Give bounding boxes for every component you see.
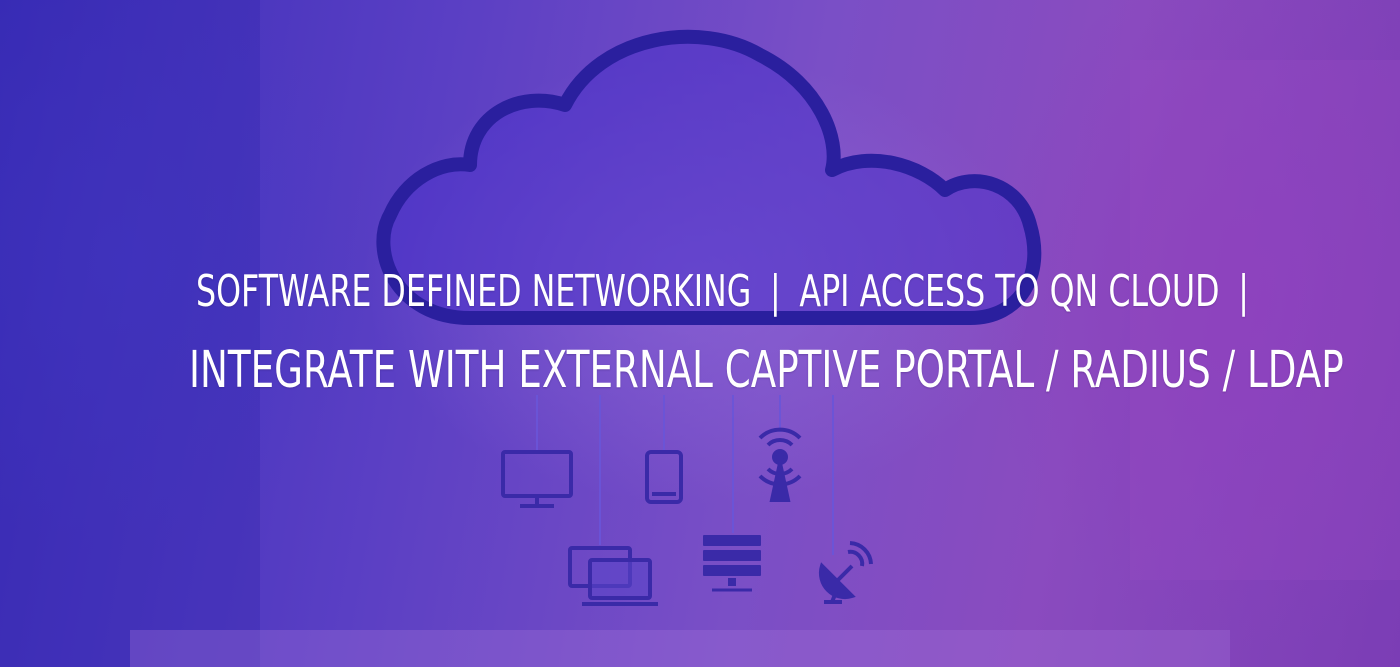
satellite-dish-icon (818, 541, 873, 604)
blur-block-right (1130, 60, 1400, 580)
separator: | (770, 266, 781, 317)
feature-software-defined-networking: SOFTWARE DEFINED NETWORKING (195, 266, 752, 317)
connector-lines (536, 395, 834, 555)
feature-api-access: API ACCESS TO QN CLOUD (799, 266, 1220, 317)
broadcast-tower-icon (758, 427, 802, 502)
cloud-icon (376, 29, 1042, 325)
tablet-icon (645, 450, 683, 504)
server-icon (703, 535, 761, 592)
blur-floor (130, 630, 1230, 667)
separator: | (1238, 266, 1249, 317)
monitor-icon (501, 450, 573, 508)
laptops-icon (568, 546, 658, 606)
headline-line-2: INTEGRATE WITH EXTERNAL CAPTIVE PORTAL /… (189, 341, 1344, 400)
blur-block-left (0, 0, 260, 667)
headline-line-1: SOFTWARE DEFINED NETWORKING | API ACCESS T… (195, 262, 1249, 322)
